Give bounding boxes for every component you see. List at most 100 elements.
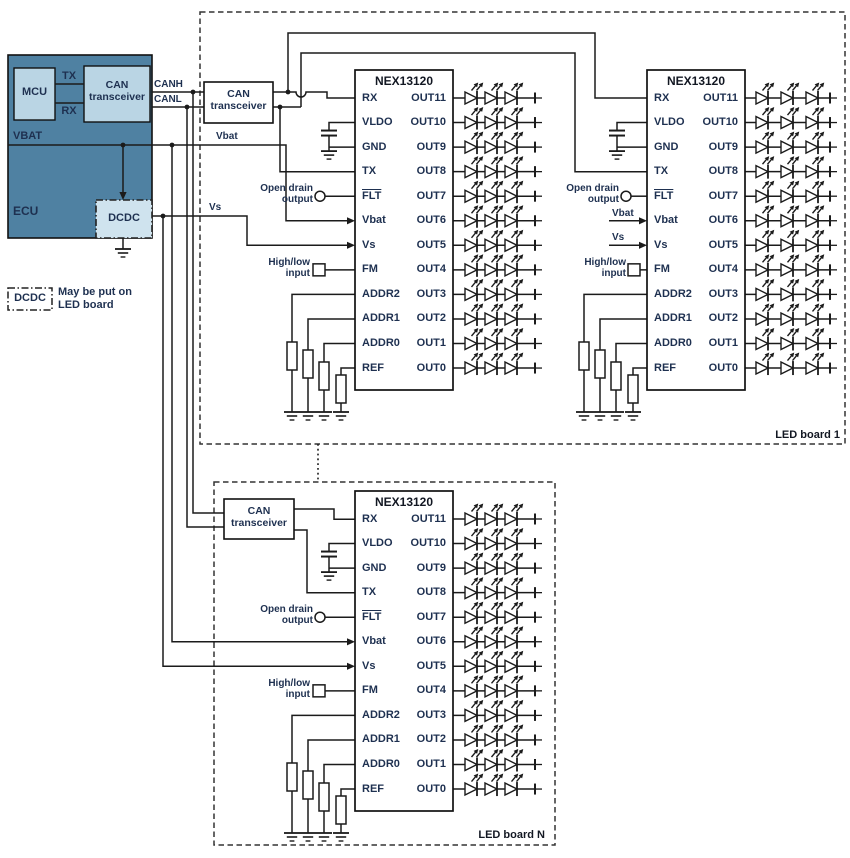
pin-label-right: OUT10: [410, 116, 446, 129]
led-emission-arrow: [489, 350, 501, 363]
pin-label-right: OUT2: [708, 312, 738, 325]
led-icon: [484, 311, 499, 327]
pin-label-right: OUT9: [416, 561, 446, 574]
led-icon: [484, 164, 499, 179]
pin-label-flt: FLT: [654, 189, 674, 202]
led-emission-arrow: [760, 276, 772, 290]
legend-line1: May be put on: [58, 286, 132, 298]
led-icon: [464, 213, 479, 228]
nex13120-boardN: [354, 490, 454, 812]
pin-label-left: FM: [654, 263, 670, 276]
led-icon: [805, 262, 820, 277]
led-icon: [755, 189, 770, 204]
led-emission-arrow: [469, 550, 481, 563]
pin-label-right: OUT1: [416, 337, 446, 349]
pin-label-right: OUT5: [708, 238, 738, 251]
led-emission-arrow: [489, 227, 501, 240]
pin-label-left: Vs: [362, 238, 376, 251]
led-emission-arrow: [469, 574, 481, 588]
boardN-ct-line2: transceiver: [230, 516, 288, 529]
led-emission-arrow: [760, 301, 772, 314]
board1-can-transceiver-block: [203, 81, 274, 124]
pin-label-left: GND: [362, 561, 387, 574]
led-emission-arrow: [810, 350, 822, 363]
ecu-vbat-label: VBAT: [13, 130, 43, 142]
pin-label-right: OUT4: [416, 684, 446, 697]
led-icon: [484, 683, 499, 698]
led-emission-arrow: [810, 80, 822, 93]
led-emission-arrow: [509, 350, 521, 363]
led-emission-arrow: [489, 525, 501, 539]
junction-dot: [190, 89, 196, 95]
pin-label-left: VLDO: [654, 116, 685, 129]
led-icon: [805, 336, 820, 351]
led-icon: [780, 115, 795, 130]
chip2-vbat-stub-label: Vbat: [612, 208, 634, 219]
led-icon: [484, 757, 499, 772]
led-emission-arrow: [810, 153, 822, 167]
fm-input-terminal-icon: [312, 684, 326, 698]
led-icon: [484, 262, 499, 277]
led-icon: [780, 164, 795, 179]
pin-label-right: OUT3: [708, 287, 738, 300]
pin-label-left: RX: [654, 91, 670, 104]
led-icon: [504, 585, 519, 600]
led-icon: [464, 90, 479, 106]
led-board-n-outline: [213, 481, 556, 846]
fm-input-terminal-icon: [627, 263, 641, 277]
led-emission-arrow: [509, 697, 521, 711]
pin-label-left: ADDR0: [362, 337, 400, 349]
led-emission-arrow: [489, 104, 501, 118]
led-icon: [484, 336, 499, 351]
led-emission-arrow: [509, 80, 521, 93]
led-emission-arrow: [469, 252, 481, 265]
led-emission-arrow: [489, 746, 501, 760]
led-icon: [504, 781, 519, 797]
led-icon: [464, 115, 479, 130]
vldo-wire: [616, 121, 647, 131]
led-icon: [464, 634, 479, 649]
pin-label-right: OUT11: [411, 91, 446, 104]
led-icon: [755, 164, 770, 179]
junction-dot: [169, 142, 175, 148]
tx-net-n: [294, 529, 355, 594]
legend-dcdc-box: [7, 287, 53, 311]
pin-label-right: OUT6: [416, 214, 446, 227]
board1-ct-line2: transceiver: [210, 99, 267, 112]
nex13120-board1-b: [646, 69, 746, 391]
led-emission-arrow: [469, 227, 481, 240]
board1-ct-line1: CAN: [227, 88, 250, 100]
ecu-tx-label: TX: [61, 70, 77, 82]
addr-wire: [323, 342, 355, 362]
vbat-wire: [8, 144, 348, 222]
open-drain-label: Open drain: [260, 183, 313, 194]
led-emission-arrow: [785, 252, 797, 265]
led-emission-arrow: [760, 80, 772, 93]
pin-label-left: ADDR0: [362, 758, 400, 770]
led-emission-arrow: [760, 252, 772, 265]
pin-label-left: FM: [362, 263, 378, 276]
led-icon: [805, 287, 820, 302]
pin-label-right: OUT8: [416, 586, 446, 599]
led-emission-arrow: [509, 722, 521, 735]
led-icon: [484, 634, 499, 649]
pin-label-left: Vs: [654, 238, 668, 251]
resistor-icon: [302, 349, 314, 379]
led-emission-arrow: [760, 227, 772, 240]
led-emission-arrow: [509, 104, 521, 118]
pin-label-right: OUT6: [708, 214, 738, 227]
addr-wire: [307, 318, 355, 350]
pin-label-right: OUT1: [708, 337, 738, 349]
led-icon: [755, 115, 770, 130]
led-emission-arrow: [469, 129, 481, 142]
led-emission-arrow: [509, 301, 521, 314]
vbat-bus: [171, 145, 348, 643]
led-emission-arrow: [469, 746, 481, 760]
led-emission-arrow: [489, 673, 501, 686]
led-icon: [504, 360, 519, 376]
led-board-1-outline: [199, 11, 846, 445]
junction-dot: [285, 89, 291, 95]
pin-label-right: OUT3: [416, 708, 446, 721]
resistor-icon: [594, 349, 606, 379]
